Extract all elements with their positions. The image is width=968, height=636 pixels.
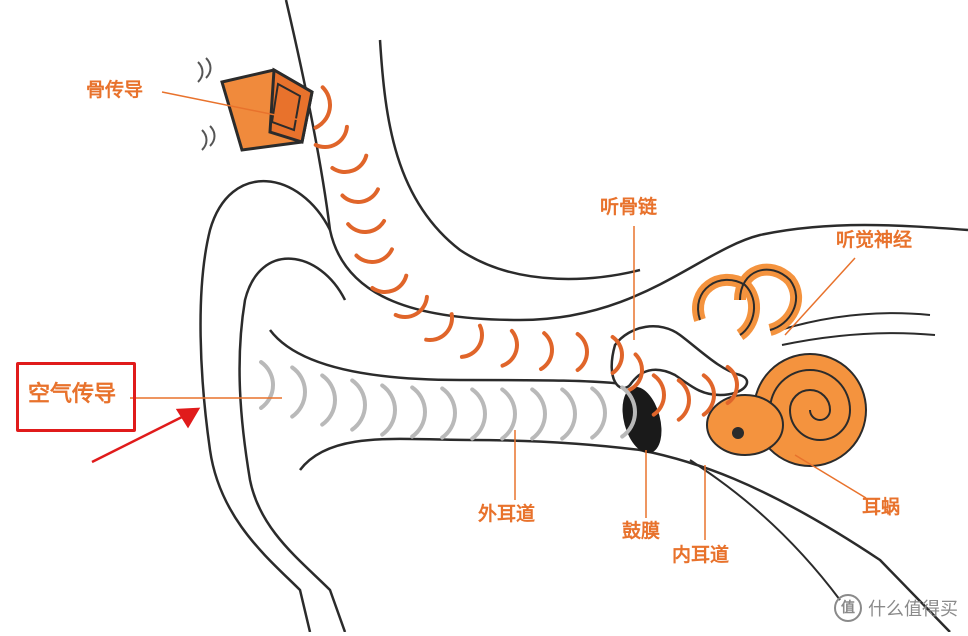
label-cochlea: 耳蜗 (862, 496, 901, 518)
ossicles (610, 325, 749, 397)
air-wave-arc (530, 387, 547, 441)
air-wave-arc (290, 365, 307, 419)
canal-bottom (299, 437, 951, 633)
air-wave-arc (470, 387, 487, 441)
bone-wave-arc (424, 312, 454, 342)
canal-top (269, 329, 631, 387)
air-wave-arc (500, 387, 517, 441)
bone-conduction-device (220, 67, 314, 152)
watermark: 值 什么值得买 (834, 594, 958, 622)
air-wave-arc (560, 387, 577, 441)
bone-conduction-waves (313, 85, 739, 422)
cochlea-shape (692, 263, 867, 467)
watermark-text: 什么值得买 (868, 599, 958, 620)
bone-wave-arc (651, 373, 666, 417)
air-wave-arc (620, 385, 637, 439)
air-wave-arc (440, 386, 457, 440)
bone-wave-arc (701, 373, 716, 417)
label-ossicles: 听骨链 (600, 196, 658, 218)
air-wave-arc (350, 378, 367, 432)
label-ear-canal: 外耳道 (478, 503, 536, 525)
watermark-logo: 值 (834, 594, 862, 622)
bone-wave-arc (340, 187, 380, 204)
air-wave-arc (410, 385, 427, 439)
label-eardrum: 鼓膜 (622, 520, 661, 542)
bone-wave-arc (370, 273, 409, 294)
air-wave-arc (320, 373, 337, 427)
label-auditory-nerve: 听觉神经 (836, 229, 913, 251)
bone-wave-arc (539, 331, 554, 372)
label-inner-canal: 内耳道 (672, 544, 730, 566)
air-wave-arc (380, 383, 397, 437)
bone-wave-arc (575, 331, 589, 373)
air-conduction-highlight-box (16, 362, 136, 432)
head-outline-outer (284, 0, 968, 322)
pinna-outline (199, 179, 332, 633)
bone-wave-arc (676, 378, 691, 422)
bone-wave-arc (313, 85, 332, 130)
highlight-arrow (91, 407, 201, 464)
nerve-line-2 (781, 332, 936, 346)
bone-wave-arc (459, 323, 484, 359)
bone-wave-arc (393, 294, 429, 319)
vibration-marks (197, 57, 216, 151)
leader-cochlea (794, 454, 867, 499)
bone-wave-arc (346, 219, 387, 234)
air-conduction-waves (259, 360, 637, 441)
bone-wave-arc (313, 124, 349, 149)
bone-wave-arc (500, 328, 519, 368)
label-air-conduction: 空气传导 (28, 382, 117, 407)
air-wave-arc (590, 386, 607, 440)
inner-canal-line (689, 459, 841, 601)
air-wave-arc (259, 360, 275, 410)
bone-wave-arc (610, 334, 624, 376)
bone-wave-arc (330, 153, 369, 174)
bone-wave-arc (725, 364, 739, 406)
label-bone-conduction: 骨传导 (86, 79, 144, 101)
leader-auditory-nerve (784, 257, 856, 336)
nerve-line-1 (779, 312, 931, 331)
eardrum-shape (622, 386, 662, 454)
bone-wave-arc (354, 247, 394, 264)
leader-bone-conduction (161, 91, 301, 121)
head-outline-inner (378, 39, 641, 281)
pinna-inner (238, 257, 347, 633)
bone-wave-arc (627, 352, 644, 392)
